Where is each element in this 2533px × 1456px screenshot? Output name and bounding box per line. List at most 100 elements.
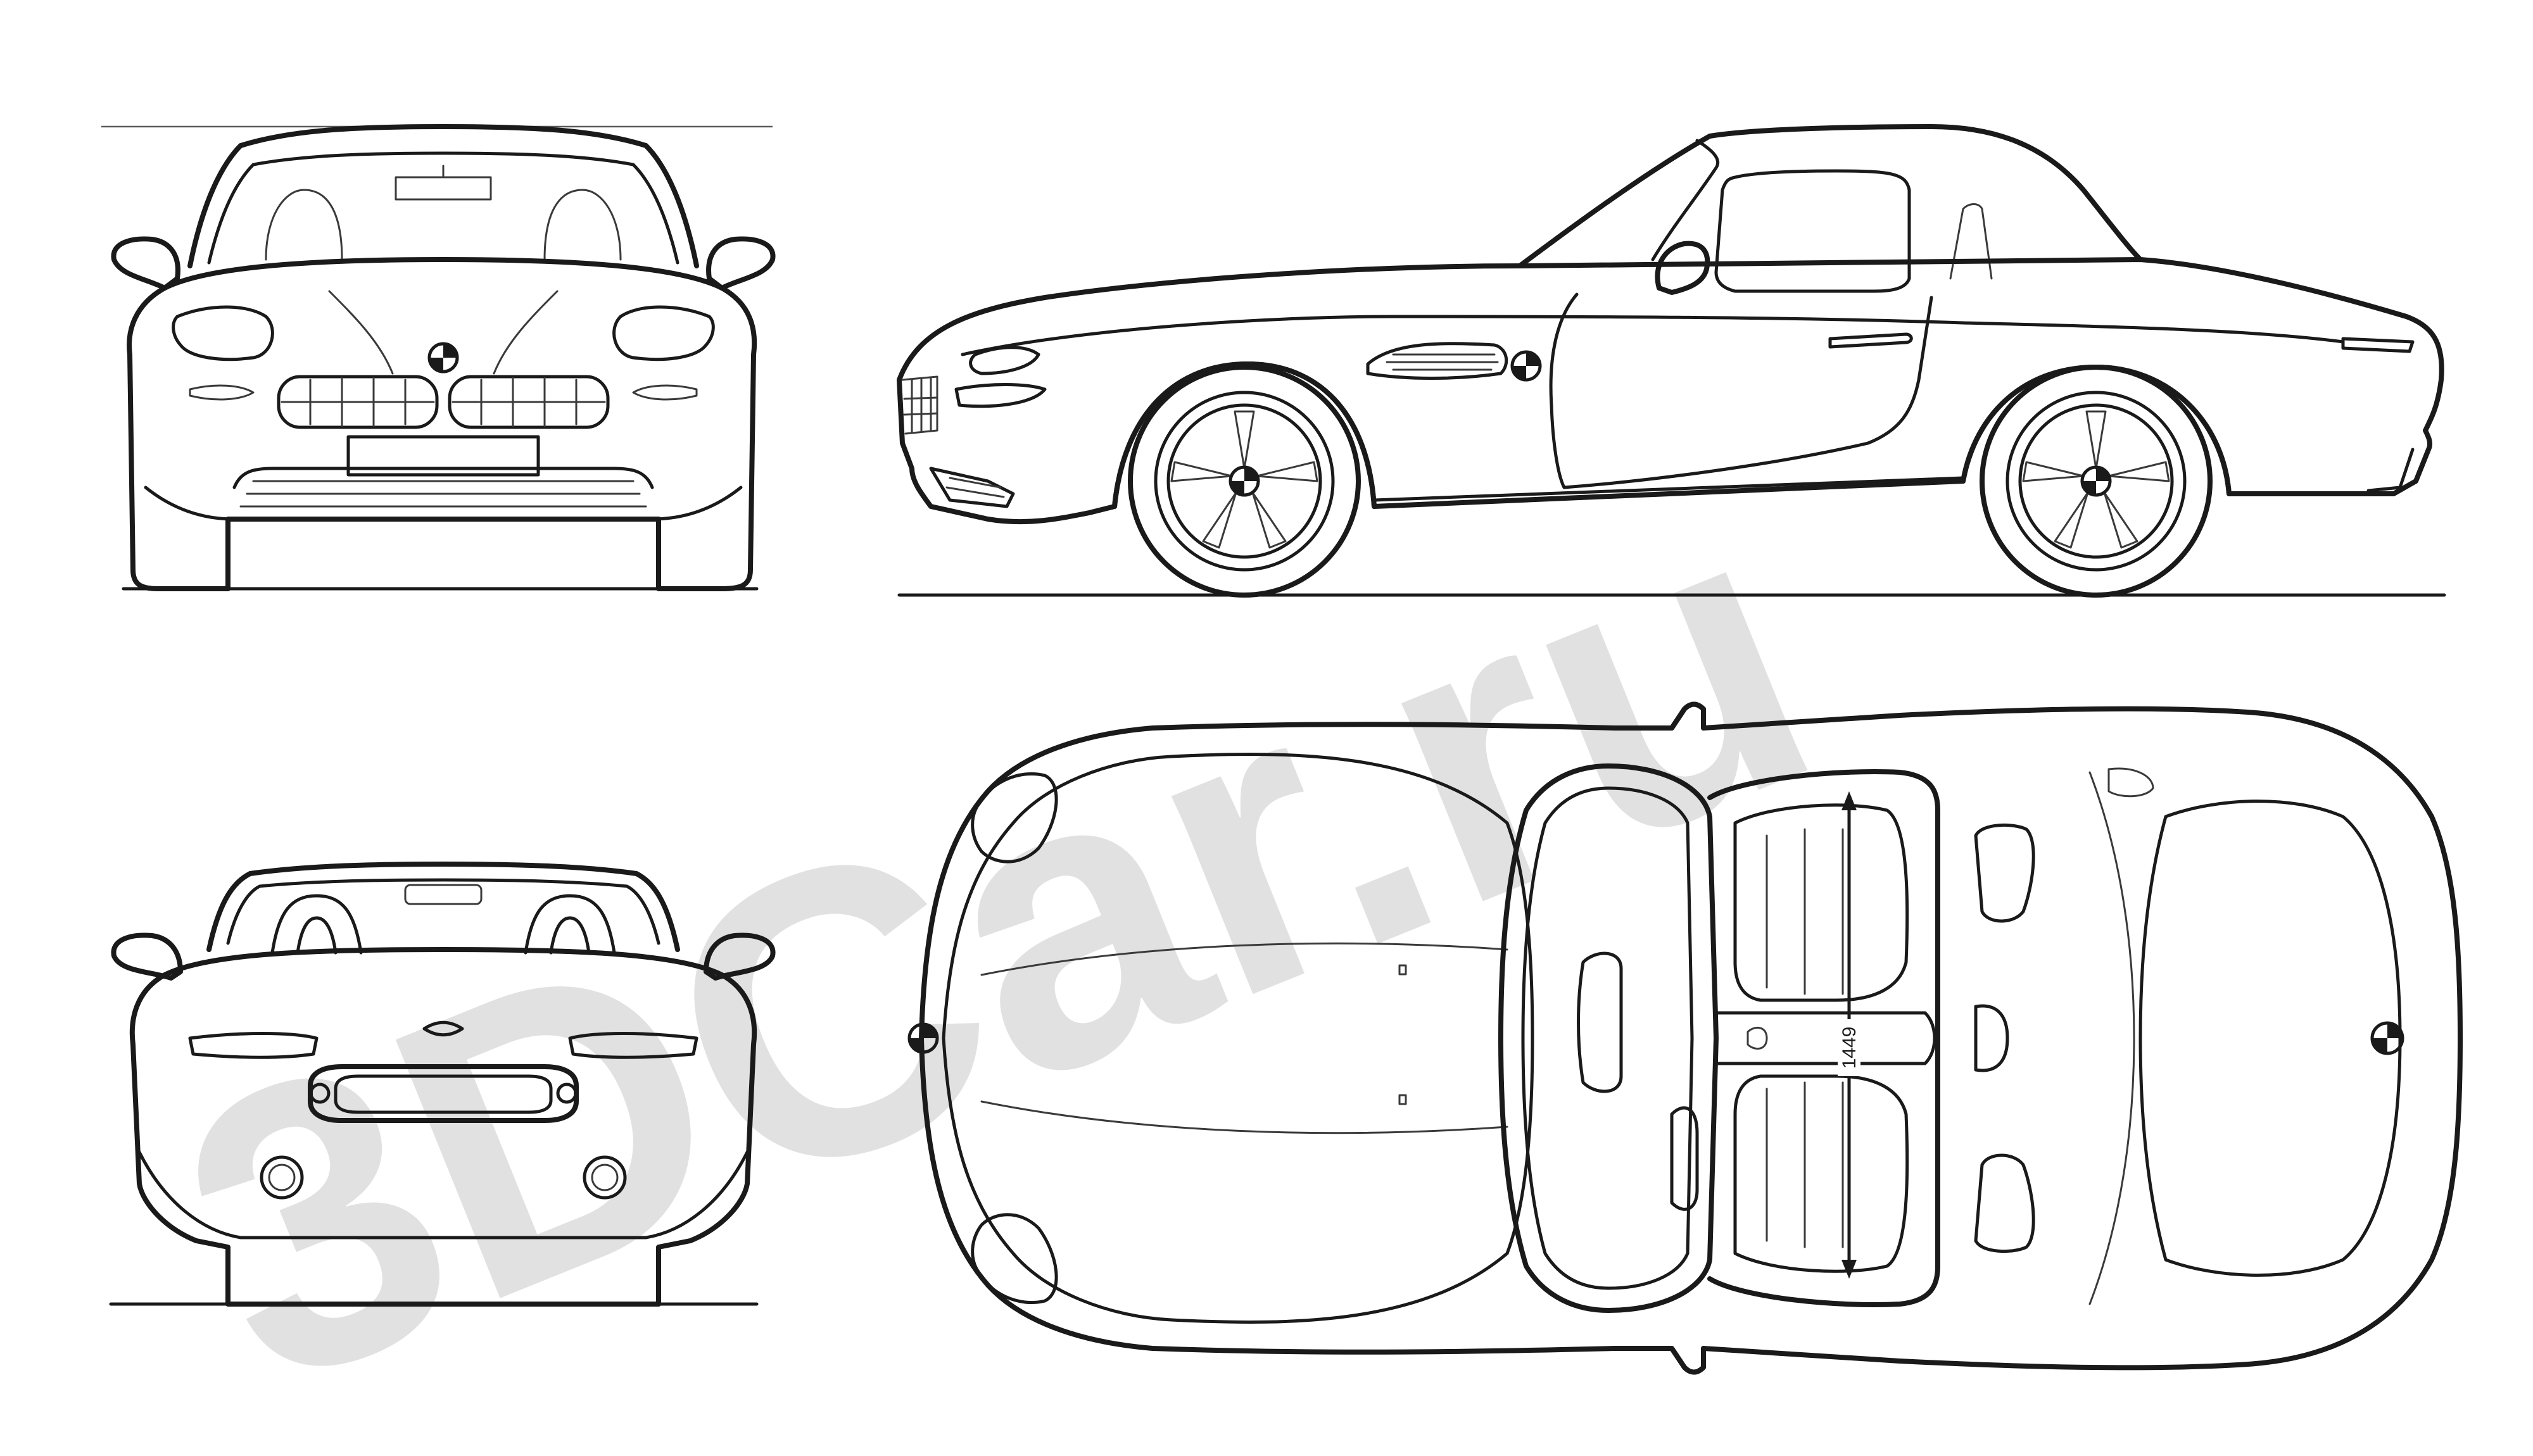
rear-window [226, 878, 660, 945]
top-mirror-upper [1669, 701, 1706, 731]
top-seat-lower-base [1733, 1074, 1909, 1273]
top-hood-crease-lower [980, 1100, 1508, 1134]
side-rear-wheel [1961, 365, 2232, 598]
front-mirror-left [111, 236, 180, 291]
side-front-intake-slats [945, 477, 1005, 498]
rear-exhaust-left [260, 1155, 304, 1200]
front-mirror-interior [395, 176, 492, 201]
top-windshield-inner [1521, 786, 1694, 1290]
side-gill-slats [1386, 353, 1499, 371]
top-cockpit-outline [1707, 769, 1940, 1307]
rear-plate-recess [308, 1064, 579, 1123]
front-lower-skirt [144, 486, 743, 521]
front-headlight-right [612, 305, 715, 361]
rear-bumper-line [137, 1150, 749, 1239]
top-fuel-cap [2107, 767, 2154, 798]
front-badge-quarter [429, 344, 457, 372]
side-front-splitter [929, 467, 1015, 508]
top-hood-marker-upper [1398, 964, 1407, 976]
top-view: 1449 [907, 701, 2463, 1375]
front-headlight-left [172, 305, 274, 361]
top-dimension-arrow-bottom [1841, 1260, 1857, 1279]
side-rear-bumper [2366, 448, 2415, 493]
rear-rollbar-left [270, 894, 363, 955]
front-indicator-left [189, 384, 255, 401]
side-grille [901, 375, 938, 435]
rear-exhaust-right-inner [591, 1164, 619, 1191]
top-trunk-lid [2138, 800, 2402, 1277]
front-intake-slats [239, 480, 647, 508]
rear-mirror-right [704, 932, 776, 981]
front-grille-slats [281, 377, 606, 427]
top-center-console [1714, 1011, 1936, 1065]
watermark-text: 3DCar.ru [129, 420, 1864, 1456]
front-view [101, 124, 776, 591]
top-dimension-arrow-top [1841, 791, 1857, 810]
rear-badge [422, 1020, 464, 1037]
top-seat-lower [1733, 1074, 1909, 1273]
side-headlight [969, 346, 1040, 375]
side-rear-spokes [2022, 410, 2170, 549]
side-windshield-frame [1651, 139, 1720, 261]
side-door-outline [1549, 292, 1933, 489]
top-rollhoop-upper [1974, 823, 2035, 923]
front-body-outline [127, 257, 757, 591]
rear-lock-right [556, 1083, 578, 1104]
rear-lock-left [309, 1083, 331, 1104]
side-side-window [1714, 169, 1911, 293]
top-rear-console [1974, 1004, 2009, 1072]
top-dimension-label: 1449 [1839, 1027, 1860, 1069]
top-seat-upper-stitch [1766, 828, 1844, 995]
side-front-rim-inner [1166, 403, 1322, 559]
side-gill-vent [1366, 342, 1508, 380]
rear-view [109, 862, 776, 1307]
front-seat-left [265, 189, 343, 261]
rear-plate-recess-inner [334, 1074, 553, 1114]
front-indicator-right [632, 384, 698, 401]
top-trunk-badge-quarter [2372, 1023, 2403, 1053]
top-seat-lower-stitch [1766, 1081, 1844, 1248]
top-nose-badge-quarter [909, 1024, 937, 1052]
side-rear-hub-quarter [2082, 467, 2110, 495]
top-rear-deck-line [2088, 771, 2135, 1305]
side-roof-outline [1517, 124, 2143, 268]
side-view [897, 124, 2446, 598]
top-hood-marker-lower [1398, 1094, 1407, 1105]
rear-rollbar-right [524, 894, 616, 955]
side-rear-tire [1980, 365, 2213, 598]
side-rocker-line [1372, 476, 1965, 502]
front-kidney-grille-left [277, 375, 439, 429]
top-headlight-upper [971, 772, 1058, 863]
top-hood-outline [942, 753, 1534, 1324]
top-windshield-frame [1498, 763, 1719, 1313]
front-roof-outline [187, 124, 699, 268]
top-dashboard [1577, 951, 1623, 1093]
side-front-rim [1154, 391, 1335, 572]
front-mirror-right [706, 236, 776, 291]
top-headlight-lower [971, 1213, 1058, 1305]
top-width-dimension: 1449 [1838, 791, 1860, 1279]
side-front-indicator [954, 383, 1047, 408]
rear-body-outline [129, 947, 757, 1307]
front-kidney-grille-right [448, 375, 610, 429]
rear-taillight-left [188, 1032, 319, 1059]
side-rear-rim-inner [2018, 403, 2174, 559]
rear-roof-outline [206, 862, 680, 952]
top-rollhoop-lower [1974, 1153, 2035, 1253]
rear-taillight-right [568, 1032, 698, 1059]
rear-mirror-interior [404, 884, 483, 905]
side-front-spokes [1170, 410, 1318, 549]
front-license-plate [346, 435, 540, 477]
side-rear-rim [2006, 391, 2187, 572]
side-fender-badge-quarter [1512, 352, 1540, 380]
front-windshield [207, 151, 679, 265]
side-front-arch [1112, 361, 1377, 509]
top-hood-crease-upper [980, 942, 1508, 976]
side-taillight [2341, 337, 2415, 353]
side-shoulder-line [961, 315, 2345, 356]
top-steering-wheel [1670, 1106, 1699, 1211]
top-gear-lever [1747, 1026, 1768, 1050]
front-lower-intake [232, 467, 654, 489]
